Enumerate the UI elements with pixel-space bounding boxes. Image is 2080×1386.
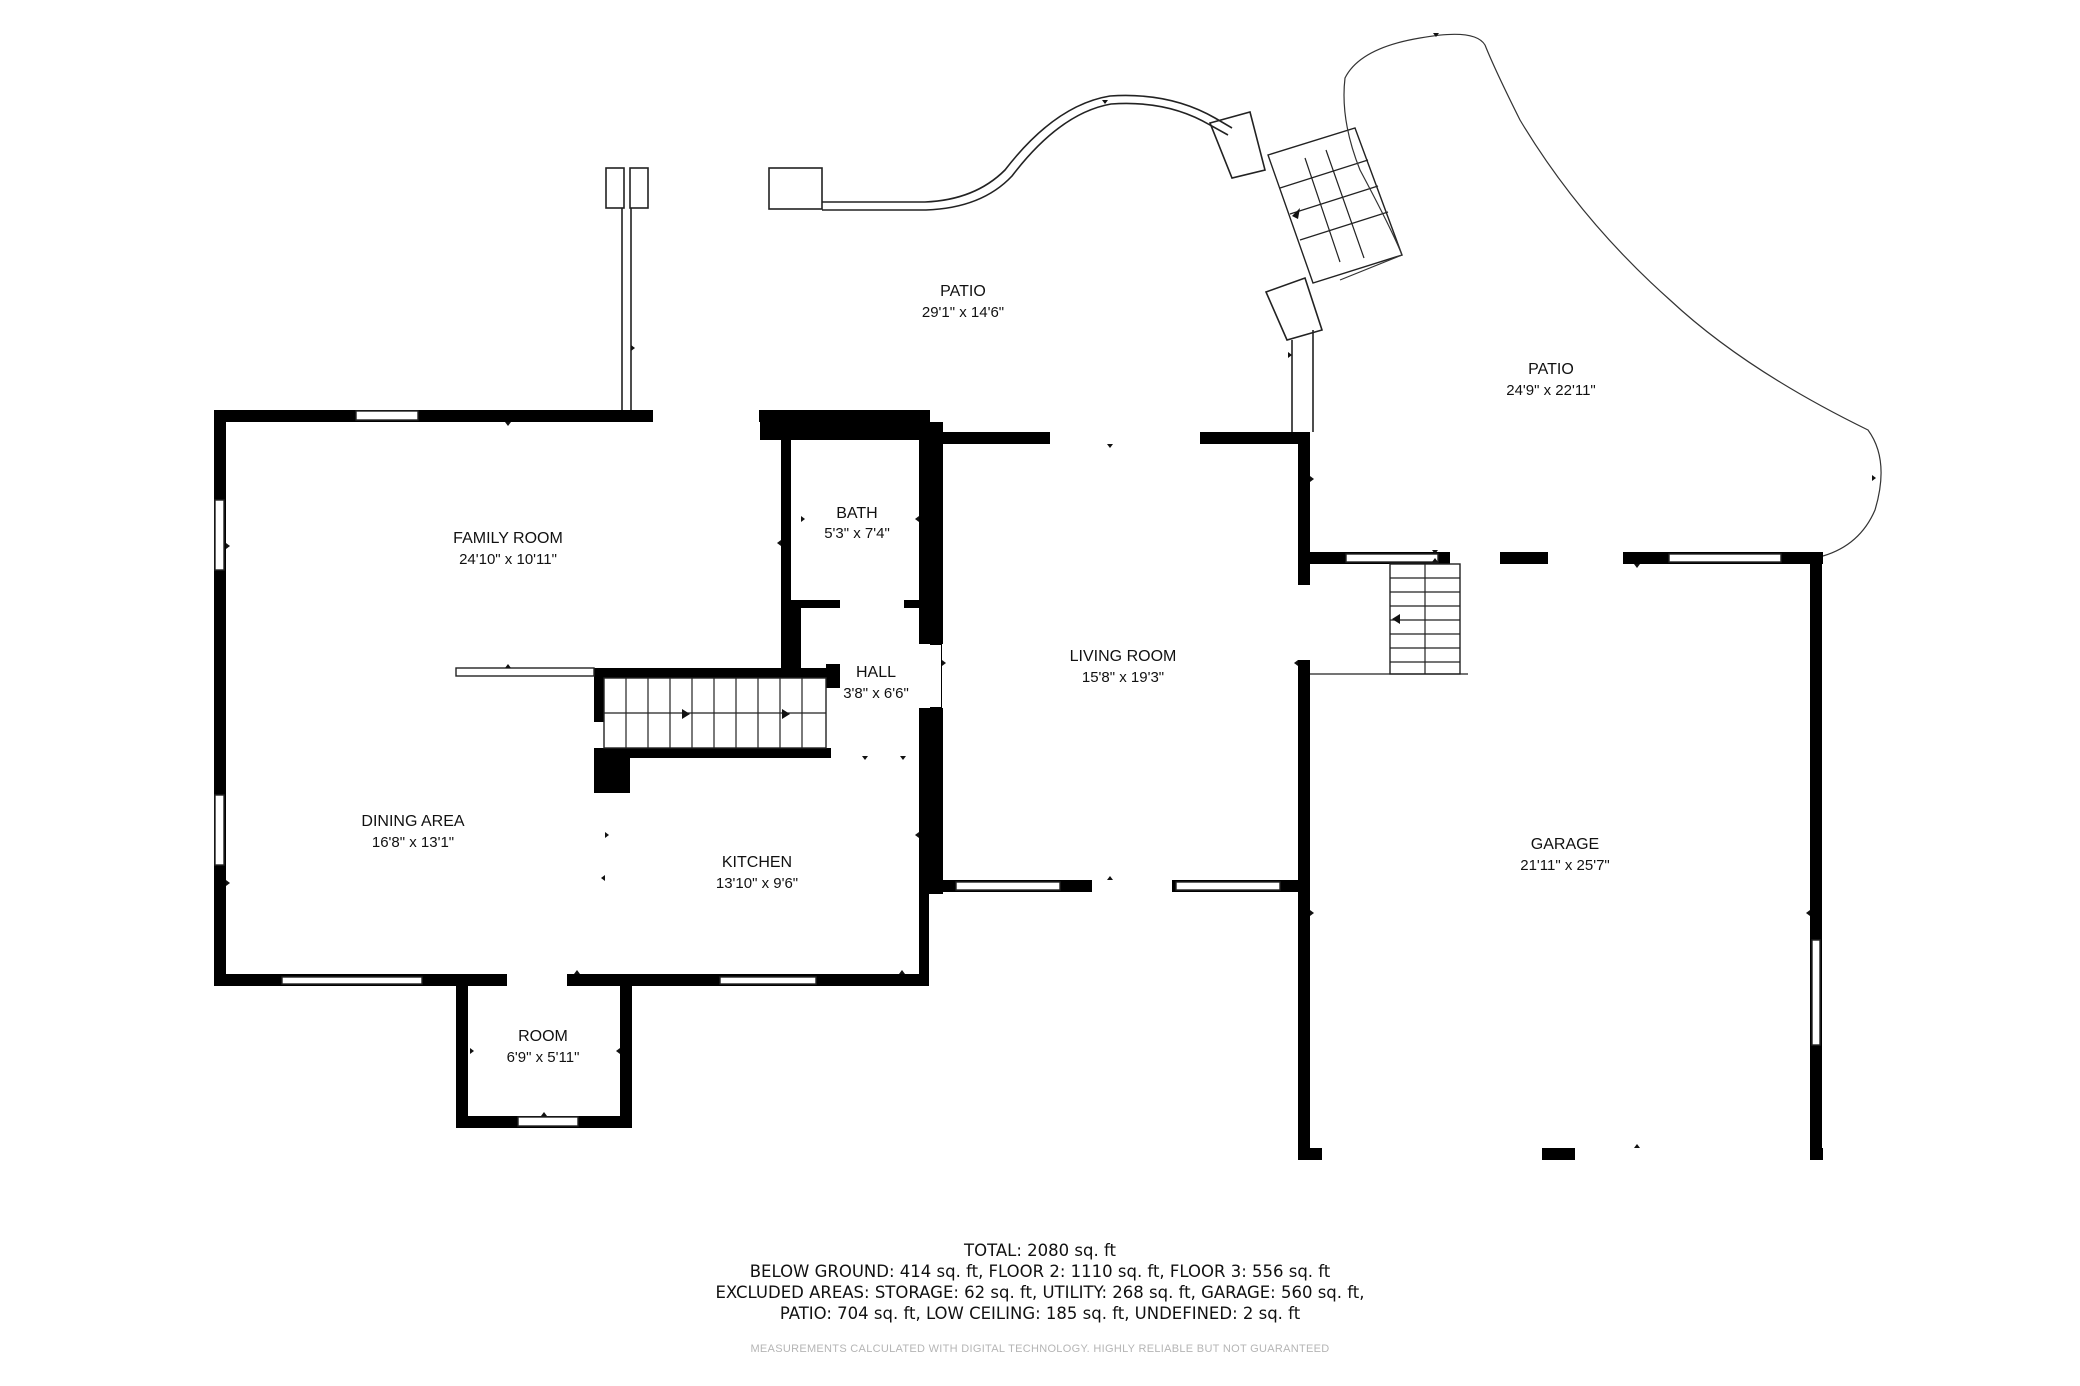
dining-area-dims: 16'8" x 13'1" — [372, 834, 454, 851]
living-room-name: LIVING ROOM — [1070, 648, 1177, 665]
garage-dims: 21'11" x 25'7" — [1520, 857, 1610, 874]
summary-excluded: EXCLUDED AREAS: STORAGE: 62 sq. ft, UTIL… — [715, 1283, 1365, 1302]
patio-a-outline — [605, 94, 1324, 432]
summary-excluded-cont: PATIO: 704 sq. ft, LOW CEILING: 185 sq. … — [779, 1304, 1301, 1323]
dining-area-name: DINING AREA — [361, 813, 464, 830]
interior-walls — [214, 410, 1823, 1160]
small-room-dims: 6'9" x 5'11" — [507, 1049, 580, 1066]
summary-total: TOTAL: 2080 sq. ft — [964, 1241, 1116, 1260]
living-room-dims: 15'8" x 19'3" — [1082, 669, 1164, 686]
bath-dims: 5'3" x 7'4" — [824, 525, 890, 542]
exterior-stairs — [1267, 127, 1403, 284]
dimension-ticks — [226, 33, 1876, 1148]
patio-b-dims: 24'9" x 22'11" — [1506, 382, 1596, 399]
patio-a-dims: 29'1" x 14'6" — [922, 304, 1004, 321]
family-room-name: FAMILY ROOM — [453, 530, 563, 547]
windows — [214, 410, 1821, 1127]
hall-dims: 3'8" x 6'6" — [843, 685, 909, 702]
family-room-dims: 24'10" x 10'11" — [459, 551, 557, 568]
patio-b-outline — [1339, 33, 1882, 557]
kitchen-dims: 13'10" x 9'6" — [716, 875, 798, 892]
small-room-name: ROOM — [518, 1028, 568, 1045]
hall-name: HALL — [856, 664, 896, 681]
disclaimer: MEASUREMENTS CALCULATED WITH DIGITAL TEC… — [750, 1343, 1330, 1355]
summary-floors: BELOW GROUND: 414 sq. ft, FLOOR 2: 1110 … — [749, 1262, 1331, 1281]
patio-a-name: PATIO — [940, 283, 986, 300]
garage-name: GARAGE — [1531, 836, 1599, 853]
area-summary: TOTAL: 2080 sq. ft BELOW GROUND: 414 sq.… — [0, 1240, 2080, 1324]
garage-stairs — [1310, 563, 1468, 675]
bath-name: BATH — [836, 505, 877, 522]
kitchen-name: KITCHEN — [722, 854, 792, 871]
patio-b-name: PATIO — [1528, 361, 1574, 378]
interior-stairs — [603, 677, 827, 749]
openings — [226, 410, 1810, 1160]
